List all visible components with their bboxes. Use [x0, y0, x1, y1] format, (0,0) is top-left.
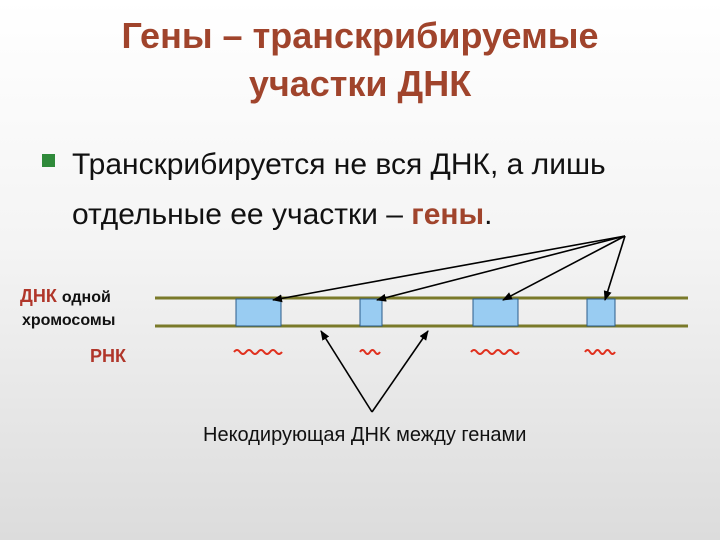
rna-wave-4	[584, 349, 616, 355]
gene-pointer-arrows	[272, 235, 626, 303]
gene-box-4	[586, 298, 616, 327]
arrow-to-gene-2	[376, 235, 626, 302]
slide-title: Гены – транскрибируемые участки ДНК	[0, 12, 720, 108]
arrow-to-noncoding-1	[320, 330, 373, 413]
rna-wave-3	[470, 349, 520, 355]
bullet-line-1: Транскрибируется не вся ДНК, а лишь	[72, 148, 606, 181]
genes-word: гены	[411, 198, 485, 231]
title-line-2: участки ДНК	[248, 63, 472, 104]
bullet-text: Транскрибируется не вся ДНК, а лишь отде…	[72, 140, 606, 240]
gene-box-2	[359, 298, 383, 327]
rna-wave-2	[359, 349, 381, 355]
rna-transcripts	[233, 349, 616, 355]
bullet-line-2: отдельные ее участки – гены.	[72, 190, 606, 240]
dna-label-one: одной	[61, 289, 111, 306]
gene-box-1	[235, 298, 282, 327]
rna-label: РНК	[90, 346, 126, 366]
rna-wave-1	[233, 349, 283, 355]
dna-label: ДНК одной	[20, 286, 111, 307]
arrow-to-gene-1	[272, 235, 626, 303]
arrow-to-gene-3	[502, 235, 626, 301]
gene-box-3	[472, 298, 519, 327]
arrow-to-gene-4	[603, 235, 626, 301]
bullet-line-2-suffix: .	[484, 198, 493, 231]
arrow-to-noncoding-2	[371, 330, 429, 413]
bullet-line-2-prefix: отдельные ее участки –	[72, 198, 412, 231]
noncoding-pointer-arrows	[320, 330, 429, 413]
dna-label-word: ДНК	[20, 286, 57, 306]
noncoding-caption: Некодирующая ДНК между генами	[203, 424, 527, 446]
bullet-square-icon	[42, 154, 55, 167]
title-line-1: Гены – транскрибируемые	[121, 15, 599, 56]
chromosome-label: хромосомы	[22, 312, 116, 329]
